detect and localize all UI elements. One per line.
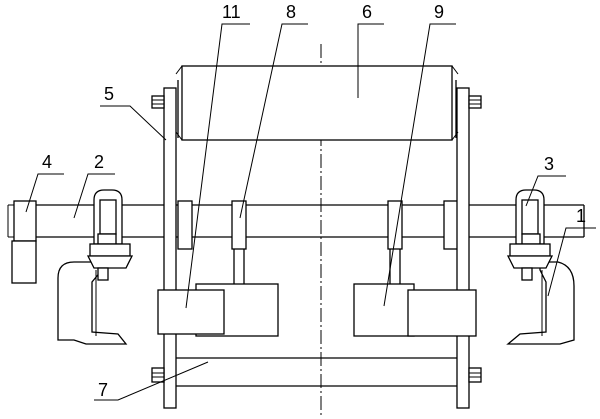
top-roller [175, 65, 459, 141]
bottom-bolt-left [151, 367, 165, 383]
label-4: 4 [42, 152, 52, 172]
label-2: 2 [94, 152, 104, 172]
left-end-cap [7, 200, 37, 284]
leader-lines [25, 23, 596, 401]
left-hanger [157, 200, 279, 337]
frame-right [456, 87, 470, 409]
bottom-bolt-right [468, 367, 482, 383]
label-1: 1 [576, 206, 586, 226]
bottom-crossbar [176, 357, 457, 387]
frame-left [163, 87, 177, 409]
label-7: 7 [98, 380, 108, 400]
shaft-collars [177, 200, 459, 250]
label-5: 5 [104, 84, 114, 104]
left-bearing-bracket [86, 189, 134, 281]
left-rail [57, 261, 128, 345]
right-hanger [353, 200, 477, 337]
right-bearing-bracket [506, 189, 554, 281]
label-9: 9 [434, 2, 444, 22]
label-11: 11 [222, 2, 241, 22]
label-6: 6 [362, 2, 372, 22]
top-bolt-left [151, 95, 165, 109]
right-rail [506, 261, 575, 345]
label-3: 3 [544, 154, 554, 174]
top-bolt-right [468, 95, 482, 109]
label-8: 8 [286, 2, 296, 22]
